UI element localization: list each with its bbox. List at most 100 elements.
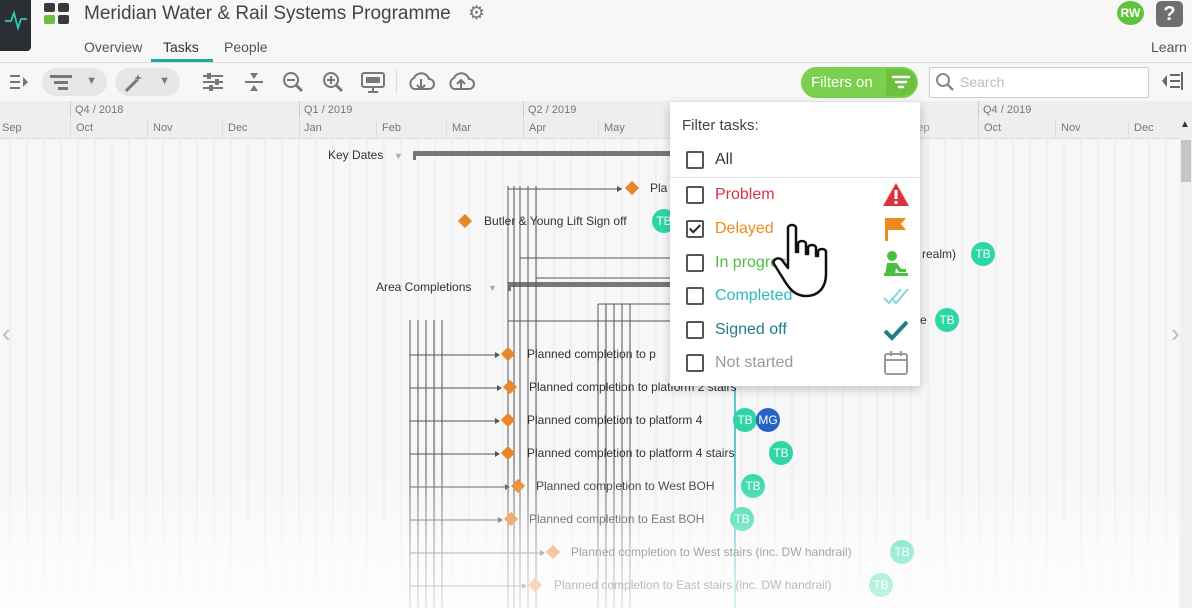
zoom-in-button[interactable] [320, 68, 346, 96]
search-input[interactable] [958, 73, 1142, 91]
assignee-avatar[interactable]: MG [756, 408, 780, 432]
tools-dropdown[interactable]: ▼ [115, 68, 180, 96]
checkbox[interactable] [686, 321, 704, 339]
double-check-icon [883, 288, 909, 305]
quarter-divider [299, 101, 300, 118]
filter-option-delayed[interactable]: Delayed [670, 213, 920, 246]
month-divider [446, 119, 447, 138]
scrollbar-thumb[interactable] [1181, 140, 1191, 182]
task-label[interactable]: realm) [922, 247, 957, 261]
zoom-in-icon [323, 72, 344, 93]
chevron-left-icon[interactable]: ‹ [2, 318, 11, 348]
month-divider [147, 119, 148, 138]
task-label[interactable]: Planned completion to West BOH [536, 479, 715, 493]
month-label: Dec [228, 122, 248, 134]
view-mode-dropdown[interactable]: ▼ [42, 68, 107, 96]
task-label[interactable]: e [920, 313, 927, 327]
filter-option-label: Delayed [715, 220, 774, 237]
group-label-area-completions[interactable]: Area Completions [376, 280, 472, 294]
month-label: Nov [1061, 122, 1081, 134]
filter-option-completed[interactable]: Completed [670, 280, 920, 313]
filter-option-all[interactable]: All [670, 144, 920, 177]
fit-screen-button[interactable] [360, 68, 386, 96]
flag-icon [885, 218, 906, 241]
checkbox[interactable] [686, 354, 704, 372]
learn-link[interactable]: Learn [1151, 39, 1187, 55]
dependency-arrowhead [495, 418, 500, 424]
tab-tasks[interactable]: Tasks [163, 39, 199, 55]
month-divider [1055, 119, 1056, 138]
group-summary-cap [508, 282, 511, 291]
month-label: Feb [382, 122, 401, 134]
month-divider [1128, 119, 1129, 138]
filters-button[interactable]: Filters on [801, 67, 918, 98]
help-icon[interactable]: ? [1156, 1, 1183, 27]
upload-button[interactable] [446, 68, 476, 96]
task-label[interactable]: Planned completion to East BOH [529, 512, 705, 526]
page-title: Meridian Water & Rail Systems Programme [84, 3, 451, 24]
gear-icon[interactable]: ⚙ [468, 3, 486, 24]
filter-option-signed-off[interactable]: Signed off [670, 314, 920, 347]
checkbox[interactable] [686, 151, 704, 169]
chevron-right-icon[interactable]: › [1171, 318, 1180, 348]
chevron-down-icon[interactable]: ▼ [394, 151, 403, 161]
assignee-avatar[interactable]: TB [971, 242, 995, 266]
task-label[interactable]: Planned completion to East stairs (inc. … [554, 578, 832, 592]
task-label[interactable]: Planned completion to platform 4 stairs [527, 446, 735, 460]
month-divider [222, 119, 223, 138]
assignee-avatar[interactable]: TB [890, 540, 914, 564]
checkbox-checked[interactable] [686, 220, 704, 238]
tab-overview[interactable]: Overview [84, 39, 143, 55]
assignee-avatar[interactable]: TB [730, 507, 754, 531]
apps-grid-icon[interactable] [44, 3, 70, 25]
month-label: Sep [2, 122, 22, 134]
assignee-avatar[interactable]: TB [869, 573, 893, 597]
assignee-avatar[interactable]: TB [935, 308, 959, 332]
zoom-out-button[interactable] [280, 68, 306, 96]
user-avatar[interactable]: RW [1117, 1, 1144, 25]
quarter-label: Q2 / 2019 [528, 104, 577, 116]
checkbox[interactable] [686, 254, 704, 272]
assignee-avatar[interactable]: TB [733, 408, 757, 432]
task-label[interactable]: Pla [650, 181, 668, 195]
task-label[interactable]: Butler & Young Lift Sign off [484, 214, 627, 228]
quarter-label: Q1 / 2019 [304, 104, 353, 116]
task-label[interactable]: Planned completion to p [527, 347, 656, 361]
assignee-avatar[interactable]: TB [741, 474, 765, 498]
scroll-up-icon[interactable]: ▲ [1180, 119, 1190, 130]
checkbox[interactable] [686, 186, 704, 204]
app-logo[interactable] [0, 0, 31, 51]
vertical-scrollbar[interactable] [1180, 138, 1192, 608]
dependency-arrowhead [617, 186, 622, 192]
task-label[interactable]: Planned completion to platform 4 [527, 413, 703, 427]
group-label-key-dates[interactable]: Key Dates [328, 148, 384, 162]
filter-option-problem[interactable]: Problem [670, 179, 920, 212]
filter-option-label: Not started [715, 354, 794, 371]
gantt-chart[interactable]: Key Dates ▼ Area Completions ▼ Pla Butle… [0, 138, 1178, 608]
side-panel-icon[interactable] [1160, 71, 1184, 91]
active-tab-indicator [151, 59, 213, 62]
task-label[interactable]: Planned completion to West stairs (inc. … [571, 545, 852, 559]
toggle-panel-button[interactable] [6, 68, 32, 96]
month-divider [299, 119, 300, 138]
divider [670, 177, 920, 178]
month-label: Oct [76, 122, 94, 134]
dependency-arrowhead [495, 451, 500, 457]
filter-option-label: All [715, 151, 733, 168]
month-label: Jan [304, 122, 322, 134]
assignee-avatar[interactable]: TB [769, 441, 793, 465]
download-button[interactable] [406, 68, 436, 96]
collapse-vertical-icon [245, 73, 263, 91]
tab-people[interactable]: People [224, 39, 268, 55]
checkbox[interactable] [686, 287, 704, 305]
adjust-button[interactable] [200, 68, 226, 96]
filter-option-not-started[interactable]: Not started [670, 347, 920, 380]
search-box[interactable] [929, 67, 1149, 98]
chevron-down-icon[interactable]: ▼ [488, 283, 497, 293]
quarter-divider [978, 101, 979, 118]
filter-funnel-icon [886, 69, 916, 96]
month-label: Dec [1134, 122, 1154, 134]
filter-option-label: Problem [715, 186, 775, 203]
collapse-rows-button[interactable] [241, 68, 267, 96]
filters-label: Filters on [811, 74, 873, 91]
